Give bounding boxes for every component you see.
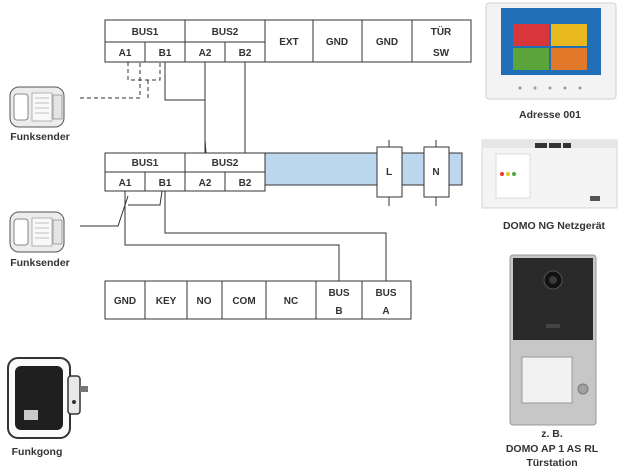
top-b1-label: B1 <box>159 48 172 59</box>
power-a1-label: A1 <box>119 178 132 189</box>
door-com-label: COM <box>232 296 255 307</box>
power-a2-label: A2 <box>199 178 212 189</box>
top-a1-label: A1 <box>119 48 132 59</box>
top-bus1-label: BUS1 <box>132 27 159 38</box>
door-key-label: KEY <box>156 296 177 307</box>
funksender-bottom-device <box>9 211 65 253</box>
power-b2-label: B2 <box>239 178 252 189</box>
funksender-top-caption: Funksender <box>10 131 70 143</box>
door-busa-label-1: BUS <box>375 288 396 299</box>
top-a2-label: A2 <box>199 48 212 59</box>
power-n-label: N <box>432 167 439 178</box>
power-supply-caption: DOMO NG Netzgerät <box>503 220 606 232</box>
funkgong-device <box>7 357 88 439</box>
top-ext-label: EXT <box>279 37 298 48</box>
top-bus2-label: BUS2 <box>212 27 239 38</box>
power-bus1-label: BUS1 <box>132 158 159 169</box>
power-n-terminal <box>423 140 450 206</box>
door-no-label: NO <box>197 296 212 307</box>
door-station-caption-1: z. B. <box>541 428 563 440</box>
power-bus2-label: BUS2 <box>212 158 239 169</box>
top-tuer-label: TÜR <box>431 25 452 38</box>
power-supply-device <box>481 139 618 209</box>
door-station-device <box>509 254 597 426</box>
top-terminal-block <box>104 19 472 63</box>
power-terminal-block <box>104 152 266 192</box>
funksender-top-device <box>9 86 65 128</box>
top-b2-label: B2 <box>239 48 252 59</box>
door-nc-label: NC <box>284 296 298 307</box>
door-terminal-block <box>104 280 412 320</box>
power-l-label: L <box>386 167 392 178</box>
funksender-bottom-caption: Funksender <box>10 257 70 269</box>
door-station-caption-3: Türstation <box>526 457 577 469</box>
door-gnd-label: GND <box>114 296 136 307</box>
dashed-wiring <box>80 62 161 99</box>
top-gnd2-label: GND <box>376 37 398 48</box>
door-busb-label-1: BUS <box>328 288 349 299</box>
door-station-caption-2: DOMO AP 1 AS RL <box>506 443 599 455</box>
monitor-device <box>485 2 617 100</box>
funkgong-caption: Funkgong <box>12 446 63 458</box>
power-b1-label: B1 <box>159 178 172 189</box>
power-l-terminal <box>376 140 403 206</box>
door-busb-label-2: B <box>335 306 342 317</box>
top-sw-label: SW <box>433 48 450 59</box>
door-busa-label-2: A <box>382 306 389 317</box>
wiring-lines <box>80 62 387 281</box>
top-gnd1-label: GND <box>326 37 348 48</box>
monitor-caption: Adresse 001 <box>519 109 581 121</box>
